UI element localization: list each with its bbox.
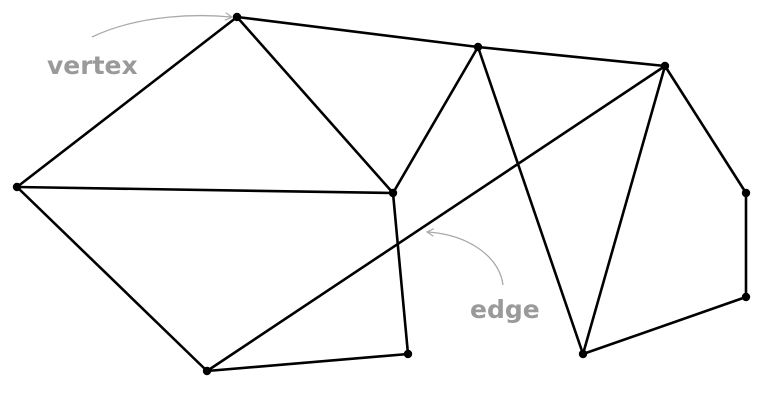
graph-edge <box>235 15 395 195</box>
graph-edge <box>15 185 395 195</box>
graph-edge <box>391 191 410 356</box>
graph-edge <box>391 45 480 195</box>
graph-vertex <box>232 12 242 22</box>
vertices-group <box>12 12 751 376</box>
graph-vertex <box>578 349 588 359</box>
graph-edge <box>663 64 748 195</box>
edges-group <box>15 15 748 373</box>
graph-edge <box>205 352 410 373</box>
graph-vertex <box>741 292 751 302</box>
edge-pointer-arrow <box>428 232 504 286</box>
vertex-pointer-arrow <box>91 16 231 38</box>
graph-vertex <box>12 182 22 192</box>
graph-edge <box>476 45 585 356</box>
graph-edge <box>581 295 748 356</box>
graph-edge <box>15 185 209 373</box>
graph-vertex <box>403 349 413 359</box>
graph-edge <box>476 45 667 68</box>
vertex-label: vertex <box>47 51 138 80</box>
graph-vertex <box>202 366 212 376</box>
graph-edge <box>205 64 667 373</box>
graph-vertex <box>741 188 751 198</box>
graph-edge <box>581 64 667 356</box>
graph-vertex <box>388 188 398 198</box>
graph-vertex <box>473 42 483 52</box>
edge-label: edge <box>470 295 540 324</box>
graph-vertex <box>660 61 670 71</box>
graph-edge <box>15 15 239 189</box>
graph-edge <box>235 15 480 49</box>
